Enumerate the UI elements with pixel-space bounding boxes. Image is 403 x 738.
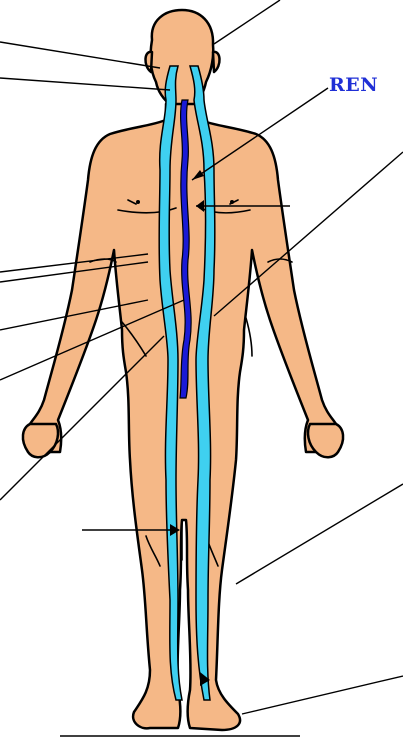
pointer-line-3: [0, 78, 170, 90]
ren-label: REN: [329, 74, 378, 96]
pointer-line-2: [0, 42, 160, 68]
pointer-line-12: [236, 484, 403, 584]
pointer-line-1: [214, 0, 280, 44]
right-ear: [213, 52, 220, 72]
left-ear: [145, 52, 152, 72]
pointer-line-13: [242, 676, 403, 714]
